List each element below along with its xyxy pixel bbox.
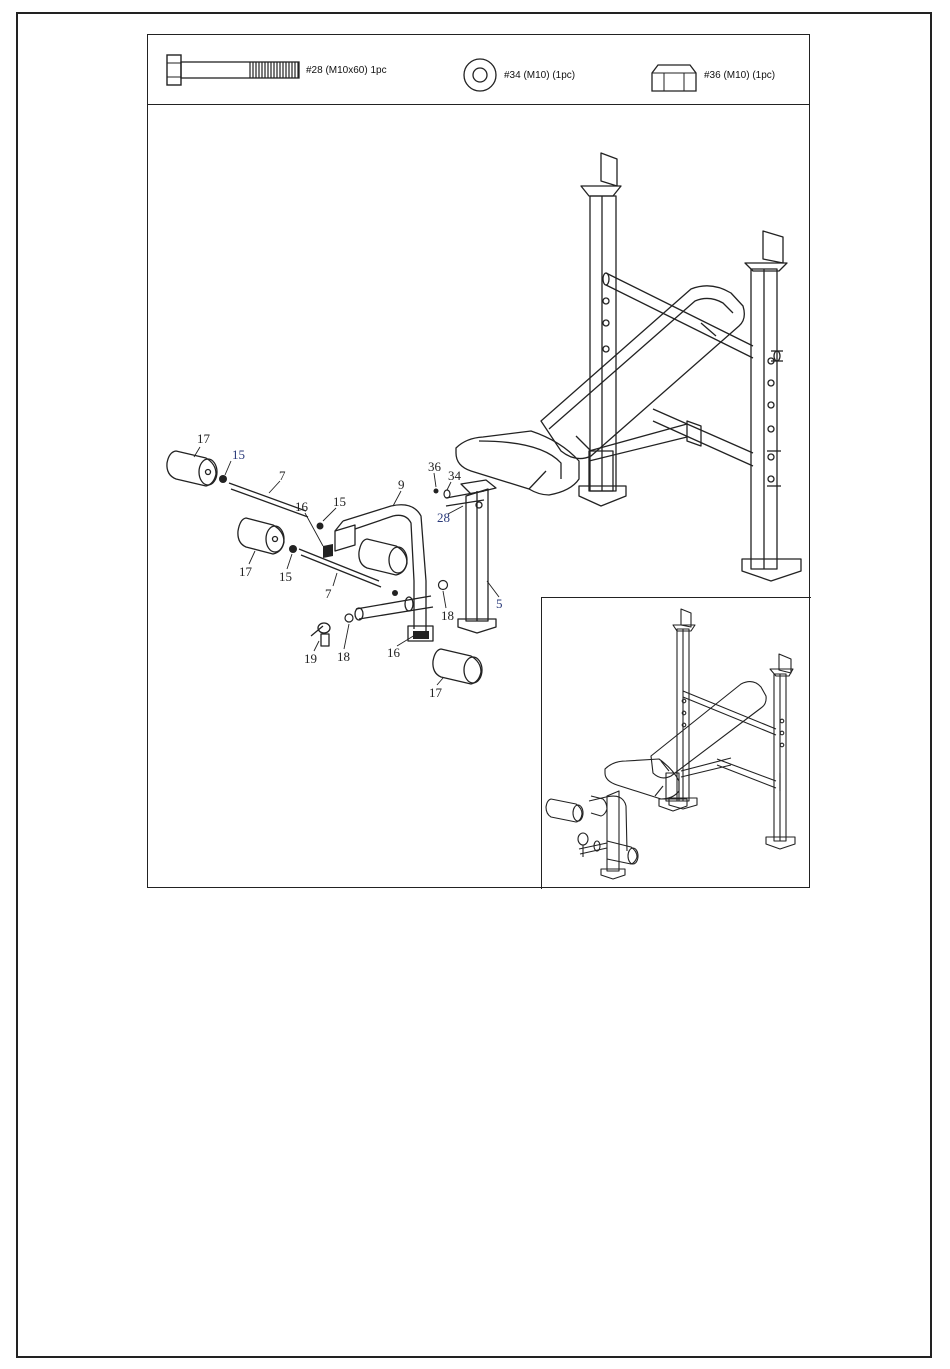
backrest-pad <box>541 286 744 459</box>
callout-16-top: 16 <box>295 499 309 514</box>
callout-15-mid: 15 <box>333 494 346 509</box>
bracket-16-top <box>323 544 333 558</box>
callout-17-bottom: 17 <box>429 685 443 700</box>
bolt-label: #28 (M10x60) 1pc <box>306 65 387 76</box>
bracket-16-bottom <box>413 631 429 639</box>
nut-label: #36 (M10) (1pc) <box>704 70 775 81</box>
bushing-small <box>392 590 398 596</box>
callout-5: 5 <box>496 596 503 611</box>
assembled-view-inset <box>541 597 811 889</box>
nut-36-dot <box>434 489 439 494</box>
callout-19: 19 <box>304 651 317 666</box>
bushing-15-low <box>289 545 297 553</box>
callout-36: 36 <box>428 459 442 474</box>
roller-pad-mid-left <box>238 518 284 554</box>
callout-17-mid: 17 <box>239 564 253 579</box>
right-upright <box>742 231 801 581</box>
bushing-15-mid <box>317 523 324 530</box>
callout-17-top: 17 <box>197 431 211 446</box>
bolt-icon <box>166 53 306 89</box>
roller-pad-top-left <box>167 451 217 486</box>
hardware-strip: #28 (M10x60) 1pc #34 (M10) (1pc) #36 (M1… <box>148 35 809 105</box>
leg-frame-9 <box>335 505 433 641</box>
callout-18-right: 18 <box>441 608 454 623</box>
callout-9: 9 <box>398 477 405 492</box>
roller-pad-mid-right <box>359 539 407 575</box>
callout-28: 28 <box>437 510 450 525</box>
callout-7-low: 7 <box>325 586 332 601</box>
roller-pad-bottom <box>433 649 482 684</box>
assembled-bench-drawing <box>542 598 810 888</box>
nut-icon <box>650 63 698 93</box>
callout-34: 34 <box>448 468 462 483</box>
callout-15-low: 15 <box>279 569 292 584</box>
washer-icon <box>462 58 498 92</box>
assembly-diagram-panel: #28 (M10x60) 1pc #34 (M10) (1pc) #36 (M1… <box>147 34 810 888</box>
seat-pad <box>456 431 579 495</box>
callout-18-left: 18 <box>337 649 350 664</box>
callout-7-top: 7 <box>279 468 286 483</box>
callout-15-top: 15 <box>232 447 245 462</box>
washer-label: #34 (M10) (1pc) <box>504 70 575 81</box>
bushing-15-top <box>219 475 227 483</box>
callout-16-bottom: 16 <box>387 645 401 660</box>
